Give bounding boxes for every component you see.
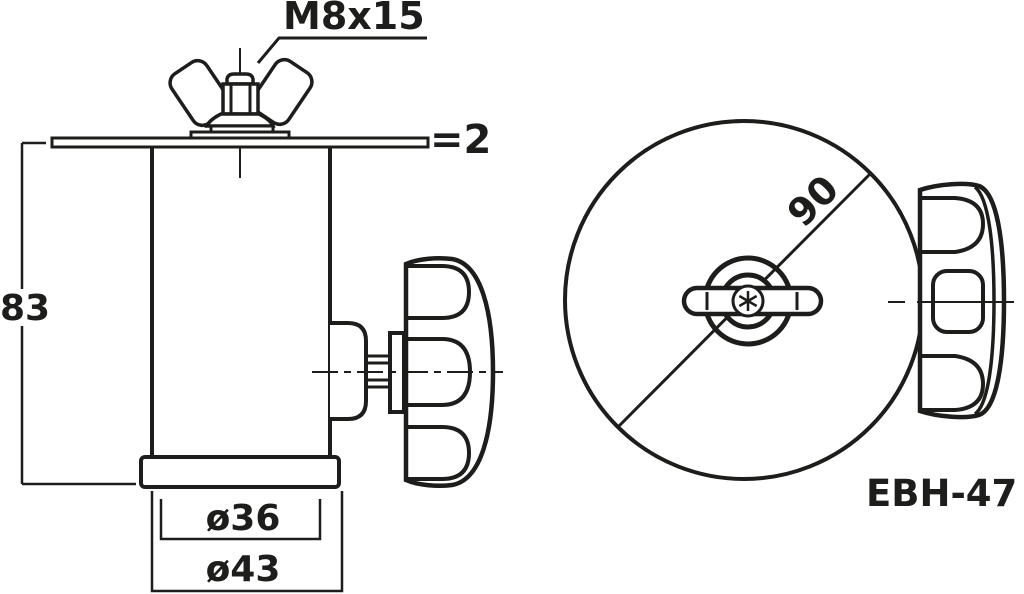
front-knob-lobe-bottom bbox=[921, 354, 986, 412]
wing-nut-stud-cap bbox=[225, 72, 255, 86]
bottom-collar bbox=[139, 455, 341, 489]
thread-leader-line bbox=[256, 36, 427, 64]
thread-label: M8x15 bbox=[283, 0, 425, 38]
height-dimension-label: 83 bbox=[0, 288, 50, 329]
height-dimension: 83 bbox=[0, 141, 136, 486]
screw-head-star-icon bbox=[738, 291, 758, 311]
side-knob-assembly bbox=[312, 255, 503, 489]
center-hub bbox=[681, 255, 824, 347]
front-view: 90 EBH-47 bbox=[563, 119, 1017, 515]
outer-diameter-bracket bbox=[150, 491, 344, 593]
outer-diameter-dimension: ø43 bbox=[150, 491, 344, 593]
front-knob bbox=[917, 181, 1007, 420]
side-view: M8x15 =2 bbox=[0, 0, 503, 593]
plate-thickness-label: =2 bbox=[430, 117, 491, 163]
mounting-plate bbox=[50, 136, 430, 149]
front-knob-lobe-top bbox=[921, 196, 986, 254]
front-diameter-label: 90 bbox=[779, 167, 848, 236]
wing-nut-skirt bbox=[204, 112, 276, 128]
inner-diameter-dimension: ø36 bbox=[159, 498, 322, 541]
outer-diameter-label: ø43 bbox=[206, 549, 281, 590]
front-diameter-label-group: 90 bbox=[779, 167, 848, 236]
knob-lobe-top bbox=[407, 264, 472, 320]
inner-diameter-bracket bbox=[159, 499, 322, 541]
knob-lobe-bottom bbox=[407, 425, 472, 481]
wing-nut-body bbox=[221, 82, 260, 116]
inner-diameter-label: ø36 bbox=[206, 498, 281, 539]
front-knob-inner-contour bbox=[973, 185, 996, 416]
model-label: EBH-47 bbox=[866, 472, 1017, 515]
wing-nut bbox=[168, 57, 314, 140]
